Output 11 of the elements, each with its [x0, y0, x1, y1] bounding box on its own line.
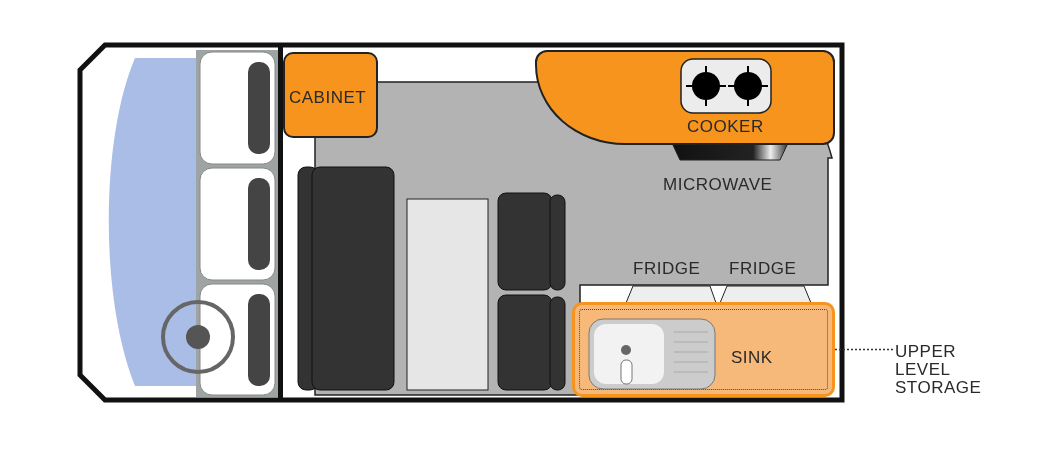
cooker-counter — [535, 50, 835, 145]
cooker-label: COOKER — [687, 118, 764, 136]
appliance-label: FRIDGE — [633, 260, 701, 278]
sink-counter — [572, 302, 835, 397]
appliance-label: MICROWAVE — [663, 176, 773, 194]
cabinet-unit — [283, 52, 378, 138]
callout-label: UPPER LEVEL STORAGE — [895, 343, 983, 397]
appliance-label: FRIDGE — [729, 260, 797, 278]
cabinet-label: CABINET — [289, 89, 367, 107]
leader-line — [834, 348, 894, 351]
sink-label: SINK — [731, 349, 773, 367]
